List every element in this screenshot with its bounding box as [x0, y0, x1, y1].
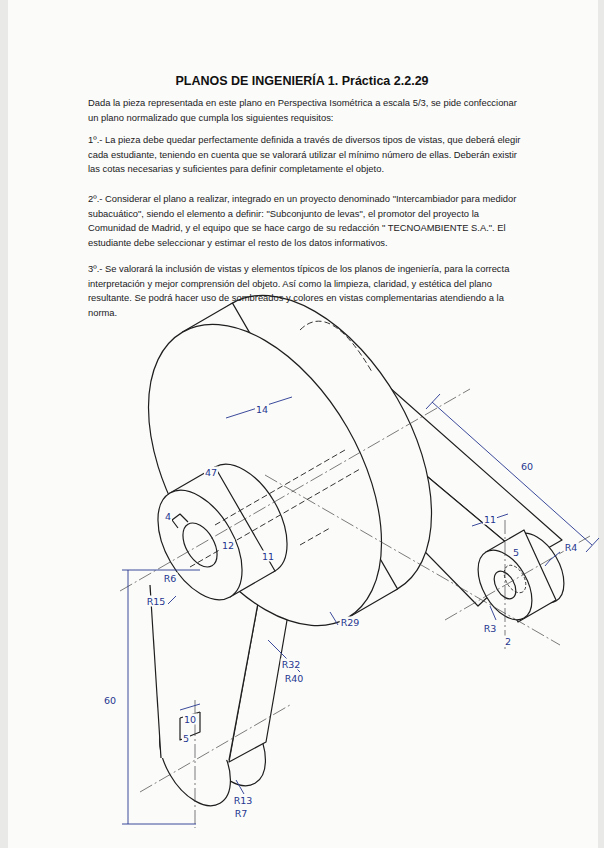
dimension-value: 12 [221, 540, 235, 551]
center-line [120, 389, 590, 828]
hidden-line [300, 528, 330, 545]
dimension-line [168, 596, 176, 604]
dimension-line [490, 606, 496, 620]
right-arm [500, 562, 531, 597]
dimension-value: 4 [164, 511, 172, 522]
hidden-line [300, 321, 372, 372]
dimension-line [472, 514, 508, 526]
center-line [265, 475, 560, 645]
dimension-value: 47 [204, 467, 218, 478]
dimension-value: 60 [103, 695, 117, 706]
center-line [445, 536, 590, 620]
dimension-value: R6 [163, 573, 178, 584]
requirement-paragraph: 1º.- La pieza debe quedar perfectamente … [88, 133, 528, 177]
dimension-value: 11 [261, 551, 275, 562]
dimension-value: 5 [182, 733, 190, 744]
cam-disc [100, 256, 480, 666]
dimension-value: R29 [340, 617, 361, 628]
requirement-paragraph: 2º.- Considerar el plano a realizar, int… [88, 192, 528, 250]
dimension-line [226, 397, 292, 418]
dimension-line [236, 780, 244, 794]
dimension-value: R13 [233, 795, 254, 806]
sheet-title: PLANOS DE INGENIERÍA 1. Práctica 2.2.29 [175, 74, 428, 88]
dimension-value: R7 [234, 808, 249, 819]
dimension-line [330, 612, 338, 625]
intro-paragraph: Dada la pieza representada en este plano… [88, 96, 528, 125]
dimension-value: R3 [483, 623, 498, 634]
dimension-value: R40 [284, 673, 305, 684]
dimension-line [122, 824, 196, 825]
dimension-value: 60 [520, 461, 534, 472]
dimension-line [545, 552, 560, 566]
dimension-line [586, 538, 599, 552]
dimension-line [432, 402, 592, 545]
lower-arm [150, 585, 161, 758]
dimension-value: 5 [512, 547, 520, 558]
hidden-line [190, 469, 360, 567]
dimension-line [426, 394, 440, 409]
hidden-line [215, 450, 345, 525]
dimension-value: R15 [146, 596, 167, 607]
requirement-paragraph: 3º.- Se valorará la inclusión de vistas … [88, 262, 528, 320]
dimension-value: 11 [483, 514, 497, 525]
dimension-value: 2 [504, 636, 512, 647]
dimension-line [180, 704, 200, 710]
hub [172, 514, 188, 528]
dimension-value: R32 [281, 659, 302, 670]
dimension-line [122, 570, 200, 571]
center-line [140, 705, 290, 792]
dimension-line [128, 570, 129, 824]
hidden-line [190, 321, 372, 567]
isometric-drawing [100, 256, 590, 828]
dimension-value: 10 [183, 714, 197, 725]
dimension-line [122, 394, 599, 824]
center-line [120, 389, 470, 591]
dimension-value: R4 [564, 542, 579, 553]
dimension-value: 14 [255, 404, 269, 415]
